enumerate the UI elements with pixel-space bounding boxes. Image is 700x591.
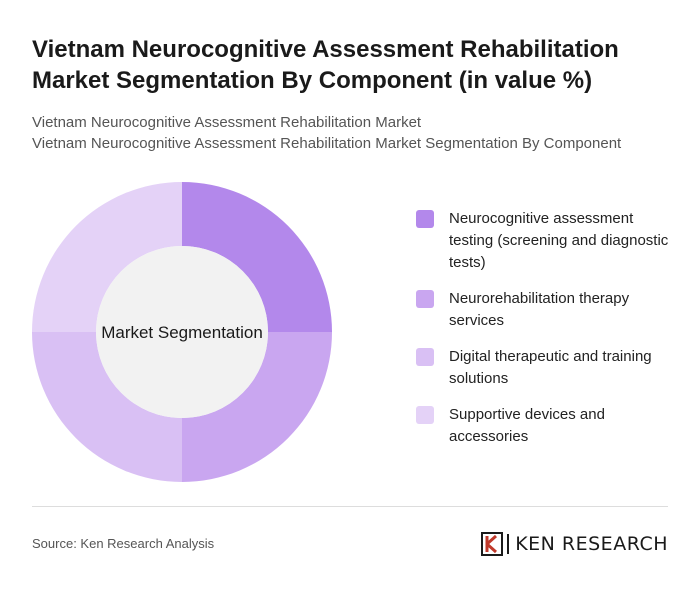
footer-divider: [32, 506, 668, 507]
donut-chart: Market Segmentation: [32, 182, 332, 482]
legend-swatch: [416, 290, 434, 308]
legend-swatch: [416, 406, 434, 424]
legend-swatch: [416, 210, 434, 228]
donut-slice-2: [182, 332, 332, 482]
legend-item-3: Digital therapeutic and training solutio…: [416, 346, 676, 390]
legend-item-4: Supportive devices and accessories: [416, 404, 676, 448]
brand-name: KEN RESEARCH: [515, 533, 668, 555]
legend-item-1: Neurocognitive assessment testing (scree…: [416, 208, 676, 274]
legend-swatch: [416, 348, 434, 366]
legend-label: Digital therapeutic and training solutio…: [449, 348, 652, 387]
brand-separator: [507, 534, 510, 554]
subtitle-market: Vietnam Neurocognitive Assessment Rehabi…: [32, 114, 422, 131]
chart-legend: Neurocognitive assessment testing (scree…: [416, 208, 676, 462]
donut-slice-3: [32, 332, 182, 482]
ken-logo-icon: [481, 532, 504, 556]
legend-label: Neurorehabilitation therapy services: [449, 290, 630, 329]
legend-item-2: Neurorehabilitation therapy services: [416, 288, 676, 332]
legend-label: Neurocognitive assessment testing (scree…: [449, 210, 669, 271]
donut-center-label: Market Segmentation: [101, 323, 263, 342]
donut-center: [96, 246, 268, 418]
legend-label: Supportive devices and accessories: [449, 406, 605, 445]
donut-slice-4: [32, 182, 182, 332]
brand-logo: KEN RESEARCH: [481, 532, 668, 556]
page-title: Vietnam Neurocognitive Assessment Rehabi…: [32, 36, 619, 94]
subtitle-segmentation: Vietnam Neurocognitive Assessment Rehabi…: [32, 135, 622, 152]
donut-slice-1: [182, 182, 332, 332]
source-note: Source: Ken Research Analysis: [32, 536, 215, 551]
